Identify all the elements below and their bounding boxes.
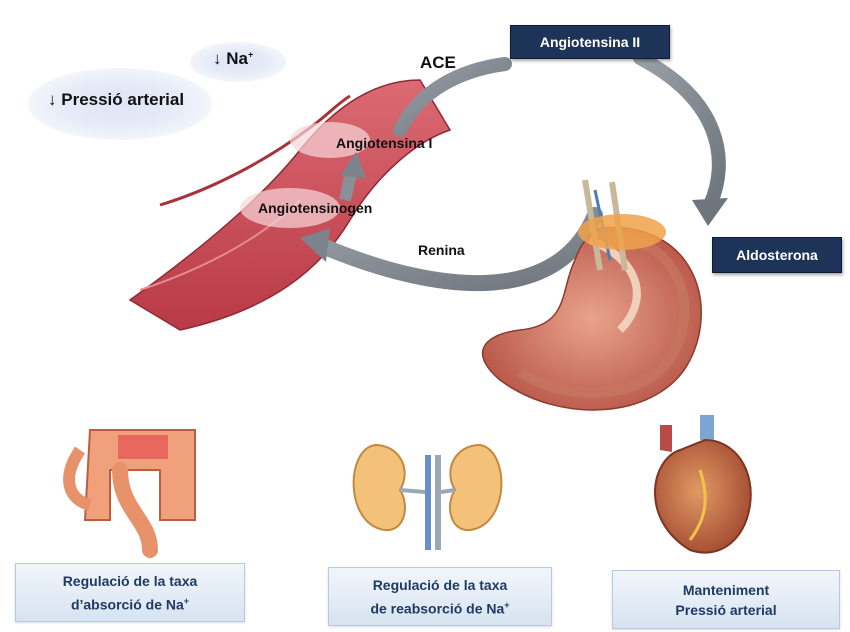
angiotensin-ii-box: Angiotensina II	[510, 25, 670, 59]
intestine-icon	[69, 430, 195, 550]
effect-box-reabsorption: Regulació de la taxa de reabsorció de Na…	[328, 567, 552, 626]
effect-box-pressure: Manteniment Pressió arterial	[612, 570, 840, 629]
effect-line-2: de reabsorció de Na+	[370, 595, 509, 619]
heart-icon	[655, 415, 751, 553]
aldosterone-box: Aldosterona	[712, 237, 842, 273]
renin-label: Renina	[418, 242, 465, 258]
effect-line-2: Pressió arterial	[675, 600, 776, 620]
kidneys-icon	[354, 445, 502, 550]
effect-line-2: d’absorció de Na+	[71, 591, 189, 615]
effect-box-absorption: Regulació de la taxa d’absorció de Na+	[15, 563, 245, 622]
pressure-decrease-label: ↓ Pressió arterial	[48, 90, 184, 110]
effect-line-1: Regulació de la taxa	[63, 571, 198, 591]
angiotensin-i-label: Angiotensina I	[336, 135, 432, 151]
angiotensinogen-label: Angiotensinogen	[258, 200, 372, 216]
effect-line-1: Manteniment	[683, 580, 769, 600]
effect-line-1: Regulació de la taxa	[373, 575, 508, 595]
sodium-decrease-label: ↓ Na+	[213, 49, 253, 69]
kidney-icon	[483, 180, 702, 410]
ace-label: ACE	[420, 53, 456, 73]
